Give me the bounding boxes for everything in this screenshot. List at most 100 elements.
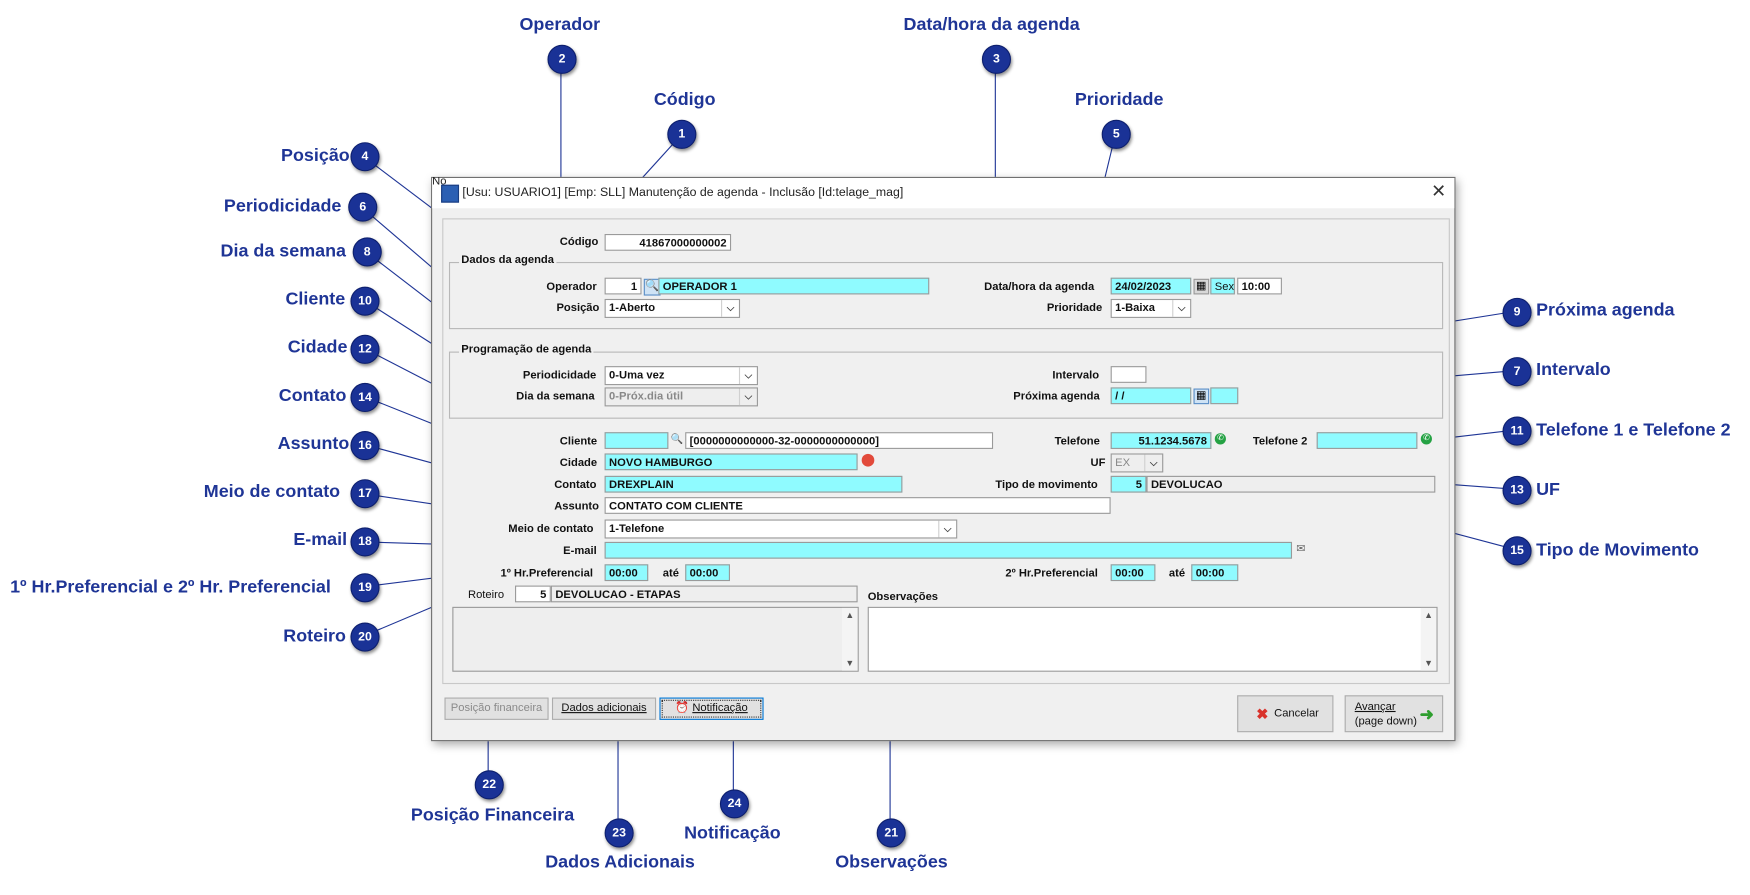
annotation-badge-7: 7 bbox=[1502, 357, 1532, 387]
annotation-label-11: Telefone 1 e Telefone 2 bbox=[1536, 420, 1731, 441]
annotation-badge-8: 8 bbox=[352, 237, 382, 267]
annotation-label-15: Tipo de Movimento bbox=[1536, 540, 1699, 560]
periodicidade-label: Periodicidade bbox=[522, 369, 597, 382]
calendar-icon[interactable]: ▦ bbox=[1193, 278, 1210, 295]
annotation-badge-11: 11 bbox=[1502, 416, 1532, 446]
proxima-extra-field[interactable] bbox=[1210, 387, 1239, 405]
annotation-badge-21: 21 bbox=[876, 818, 906, 848]
hr2-ate-label: até bbox=[1168, 567, 1186, 580]
annotation-label-12: Cidade bbox=[287, 338, 348, 358]
dia-semana-select[interactable]: 0-Próx.dia útil ⌵ bbox=[604, 387, 758, 407]
programacao-title: Programação de agenda bbox=[459, 343, 594, 357]
notificacao-button[interactable]: ⏰ Notificação bbox=[659, 697, 764, 720]
title-bar: No [Usu: USUARIO1] [Emp: SLL] Manutenção… bbox=[432, 176, 1455, 209]
annotation-badge-18: 18 bbox=[350, 527, 380, 557]
tipo-mov-code-field[interactable]: 5 bbox=[1110, 475, 1147, 493]
posicao-financeira-button[interactable]: Posição financeira bbox=[444, 697, 549, 720]
telefone-field[interactable]: 51.1234.5678 bbox=[1110, 432, 1212, 449]
scrollbar[interactable]: ▲▼ bbox=[1420, 607, 1437, 671]
annotation-label-4: Posição bbox=[281, 146, 350, 166]
datahora-label: Data/hora da agenda bbox=[984, 281, 1095, 294]
proxima-date-field[interactable]: / / bbox=[1110, 387, 1192, 405]
hr2-to-field[interactable]: 00:00 bbox=[1191, 564, 1239, 582]
whatsapp-icon[interactable]: ✆ bbox=[1420, 433, 1432, 445]
annotation-badge-17: 17 bbox=[350, 479, 380, 509]
annotation-label-23: Dados Adicionais bbox=[545, 853, 695, 873]
annotation-badge-13: 13 bbox=[1502, 475, 1532, 505]
chevron-down-icon[interactable]: ⌵ bbox=[1144, 454, 1162, 472]
cancelar-button[interactable]: ✖ Cancelar bbox=[1237, 695, 1334, 733]
dados-adicionais-button[interactable]: Dados adicionais bbox=[551, 697, 657, 720]
avancar-label-line1: Avançar bbox=[1354, 700, 1396, 714]
map-pin-icon[interactable]: ⬤ bbox=[860, 453, 875, 467]
chevron-down-icon[interactable]: ⌵ bbox=[1172, 300, 1190, 317]
posicao-value: 1-Aberto bbox=[609, 302, 656, 315]
cliente-search-icon[interactable]: 🔍 bbox=[670, 433, 684, 445]
telefone2-field[interactable] bbox=[1316, 432, 1418, 449]
meio-select[interactable]: 1-Telefone ⌵ bbox=[604, 519, 958, 539]
assunto-field[interactable]: CONTATO COM CLIENTE bbox=[604, 497, 1111, 514]
annotation-badge-4: 4 bbox=[350, 142, 380, 172]
operador-code-field[interactable]: 1 bbox=[604, 277, 642, 295]
app-icon bbox=[441, 184, 460, 203]
cancelar-label: Cancelar bbox=[1274, 707, 1319, 720]
intervalo-label: Intervalo bbox=[1052, 369, 1100, 382]
codigo-field[interactable]: 41867000000002 bbox=[604, 233, 732, 251]
hr1-to-field[interactable]: 00:00 bbox=[685, 564, 730, 582]
email-field[interactable] bbox=[604, 541, 1293, 559]
alarm-clock-icon: ⏰ bbox=[675, 701, 690, 715]
hr2-from-field[interactable]: 00:00 bbox=[1110, 564, 1156, 582]
weekday-field: Sex bbox=[1210, 277, 1235, 295]
posicao-select[interactable]: 1-Aberto ⌵ bbox=[604, 298, 741, 318]
periodicidade-select[interactable]: 0-Uma vez ⌵ bbox=[604, 366, 758, 386]
annotation-label-7: Intervalo bbox=[1536, 360, 1611, 380]
annotation-label-16: Assunto bbox=[277, 434, 350, 454]
roteiro-code-field[interactable]: 5 bbox=[515, 585, 551, 603]
intervalo-field[interactable] bbox=[1110, 366, 1147, 383]
envelope-icon[interactable]: ✉ bbox=[1296, 543, 1306, 556]
contato-label: Contato bbox=[554, 479, 597, 492]
codigo-label: Código bbox=[559, 236, 599, 249]
annotation-badge-3: 3 bbox=[981, 44, 1011, 74]
annotation-label-22: Posição Financeira bbox=[410, 806, 575, 826]
uf-value: EX bbox=[1115, 456, 1131, 470]
scrollbar[interactable]: ▲▼ bbox=[841, 607, 858, 671]
annotation-badge-20: 20 bbox=[350, 622, 380, 652]
avancar-label-line2: (page down) bbox=[1354, 715, 1417, 728]
operador-search-icon[interactable]: 🔍 bbox=[643, 278, 661, 296]
whatsapp-icon[interactable]: ✆ bbox=[1214, 433, 1226, 445]
calendar-icon[interactable]: ▦ bbox=[1193, 388, 1210, 405]
annotation-badge-9: 9 bbox=[1502, 297, 1532, 327]
time-field[interactable]: 10:00 bbox=[1237, 277, 1282, 295]
uf-select[interactable]: EX ⌵ bbox=[1110, 453, 1164, 473]
hr1-from-field[interactable]: 00:00 bbox=[604, 564, 649, 582]
operador-name-field[interactable]: OPERADOR 1 bbox=[658, 277, 930, 295]
dados-agenda-title: Dados da agenda bbox=[459, 254, 557, 267]
chevron-down-icon[interactable]: ⌵ bbox=[721, 300, 739, 317]
prioridade-label: Prioridade bbox=[1046, 302, 1103, 315]
prioridade-select[interactable]: 1-Baixa ⌵ bbox=[1110, 298, 1192, 318]
date-field[interactable]: 24/02/2023 bbox=[1110, 277, 1192, 295]
chevron-down-icon[interactable]: ⌵ bbox=[738, 367, 757, 385]
annotation-badge-19: 19 bbox=[350, 573, 380, 603]
contato-field[interactable]: DREXPLAIN bbox=[604, 475, 903, 493]
chevron-down-icon[interactable]: ⌵ bbox=[938, 520, 956, 538]
cliente-code-field[interactable] bbox=[604, 432, 669, 449]
cliente-name-field[interactable]: [0000000000000-32-0000000000000] bbox=[685, 432, 994, 449]
roteiro-name-field: DEVOLUCAO - ETAPAS bbox=[550, 585, 858, 603]
hr1-label: 1º Hr.Preferencial bbox=[500, 567, 593, 580]
annotation-label-19: 1º Hr.Preferencial e 2º Hr. Preferencial bbox=[10, 577, 331, 597]
hr2-label: 2º Hr.Preferencial bbox=[1005, 567, 1098, 580]
observacoes-memo[interactable]: ▲▼ bbox=[867, 606, 1438, 672]
roteiro-memo[interactable]: ▲▼ bbox=[452, 606, 859, 672]
avancar-button[interactable]: Avançar (page down) ➜ bbox=[1344, 695, 1444, 733]
close-icon[interactable]: ✕ bbox=[1431, 182, 1447, 202]
operador-label: Operador bbox=[546, 281, 597, 294]
cliente-label: Cliente bbox=[559, 435, 598, 448]
annotation-label-21: Observações bbox=[835, 853, 948, 873]
annotation-label-20: Roteiro bbox=[283, 626, 346, 647]
cidade-field[interactable]: NOVO HAMBURGO bbox=[604, 453, 858, 471]
notificacao-label: Notificação bbox=[692, 701, 748, 715]
chevron-down-icon[interactable]: ⌵ bbox=[738, 388, 757, 406]
obs-label: Observações bbox=[867, 591, 939, 604]
